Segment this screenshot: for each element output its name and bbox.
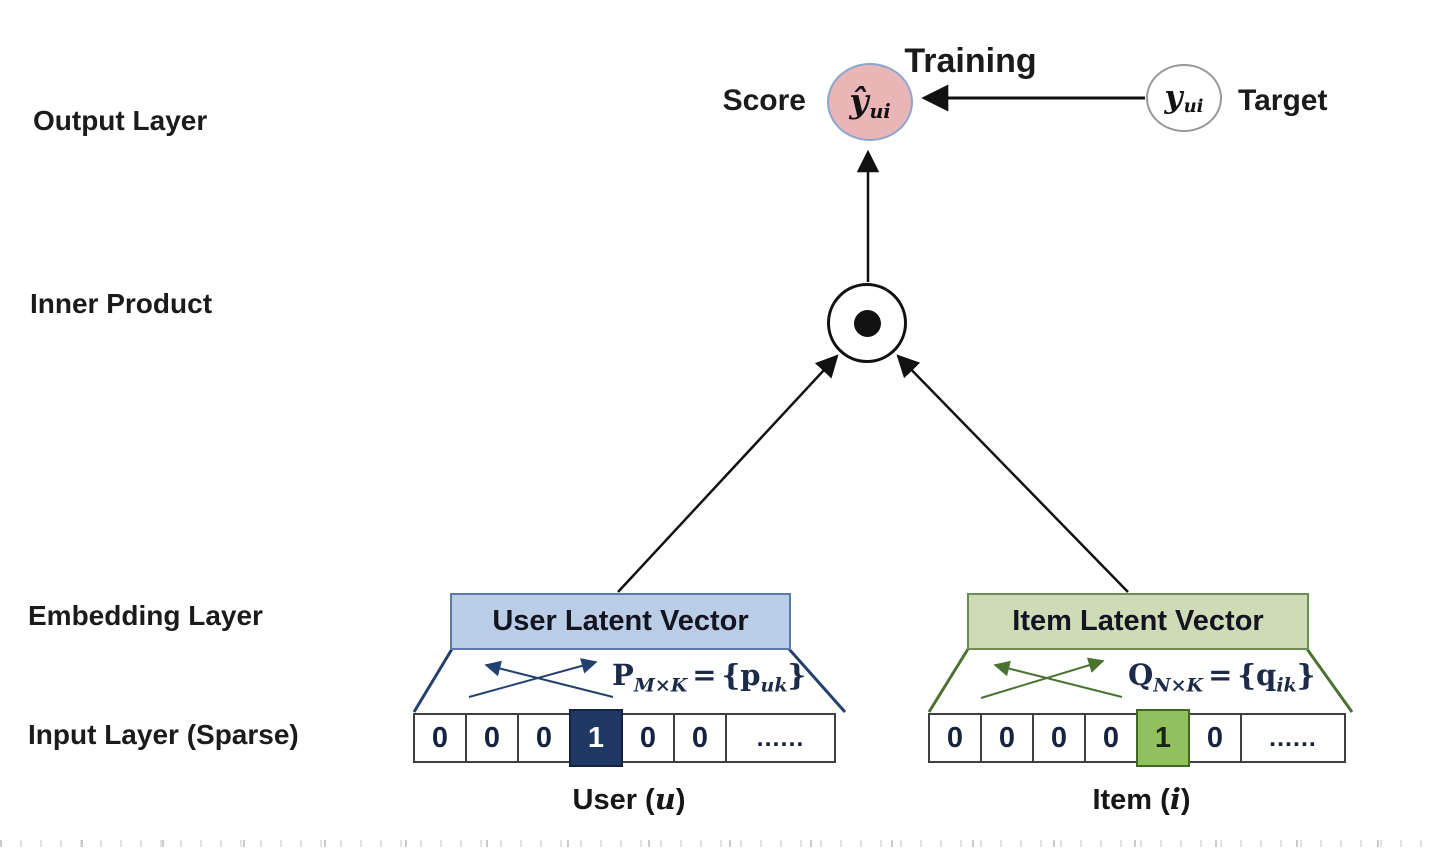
user-caption: User (u) — [572, 782, 686, 816]
input-layer-label: Input Layer (Sparse) — [28, 719, 299, 750]
user-input-cell: 0 — [517, 713, 571, 763]
user-vector-symbol: p — [740, 658, 761, 692]
user-lookup-arrow-left — [484, 660, 614, 698]
item-input-cell: 0 — [928, 713, 982, 763]
training-label: Training — [904, 42, 1037, 80]
item-lookup-arrow-right — [980, 657, 1105, 699]
user-lookup-arrow-right — [468, 658, 598, 698]
score-label: Score — [722, 84, 806, 117]
item-input-cell-active: 1 — [1136, 709, 1190, 767]
target-symbol: yui — [1164, 78, 1204, 118]
inner-product-label: Inner Product — [30, 288, 213, 319]
item-matrix-symbol: Q — [1128, 658, 1154, 692]
item-caption: Item (i) — [1092, 782, 1191, 816]
item-input-vector: 0 0 0 0 1 0 ...... — [928, 709, 1346, 767]
user-latent-vector-box: User Latent Vector — [450, 593, 791, 650]
target-node: yui — [1146, 64, 1222, 132]
item-to-product-arrow — [896, 354, 1129, 593]
item-input-cell: 0 — [1084, 713, 1138, 763]
item-input-cell: 0 — [1032, 713, 1086, 763]
score-node: ŷui — [827, 63, 913, 141]
inner-product-node — [827, 283, 907, 363]
user-embedding-formula: PM×K={puk} — [612, 658, 807, 697]
item-fan-left-edge — [927, 648, 970, 713]
embedding-layer-label: Embedding Layer — [28, 600, 263, 631]
user-to-product-arrow — [617, 354, 839, 593]
item-lookup-arrow-left — [993, 660, 1123, 698]
user-input-cell-ellipsis: ...... — [725, 713, 836, 763]
item-vector-symbol: q — [1256, 658, 1277, 692]
user-input-cell: 0 — [621, 713, 675, 763]
user-input-cell: 0 — [465, 713, 519, 763]
item-input-cell: 0 — [1188, 713, 1242, 763]
item-embedding-formula: QN×K={qik} — [1128, 658, 1316, 697]
item-latent-vector-box: Item Latent Vector — [967, 593, 1309, 650]
bottom-tick-strip — [0, 840, 1436, 847]
target-label: Target — [1238, 84, 1328, 117]
output-layer-label: Output Layer — [33, 105, 208, 136]
item-input-cell: 0 — [980, 713, 1034, 763]
user-input-cell: 0 — [413, 713, 467, 763]
user-input-vector: 0 0 0 1 0 0 ...... — [413, 709, 836, 767]
user-matrix-symbol: P — [612, 658, 634, 692]
user-fan-left-edge — [412, 648, 454, 713]
score-symbol: ŷui — [849, 80, 891, 124]
user-input-cell: 0 — [673, 713, 727, 763]
item-input-cell-ellipsis: ...... — [1240, 713, 1346, 763]
dot-product-icon — [853, 309, 881, 337]
user-input-cell-active: 1 — [569, 709, 623, 767]
